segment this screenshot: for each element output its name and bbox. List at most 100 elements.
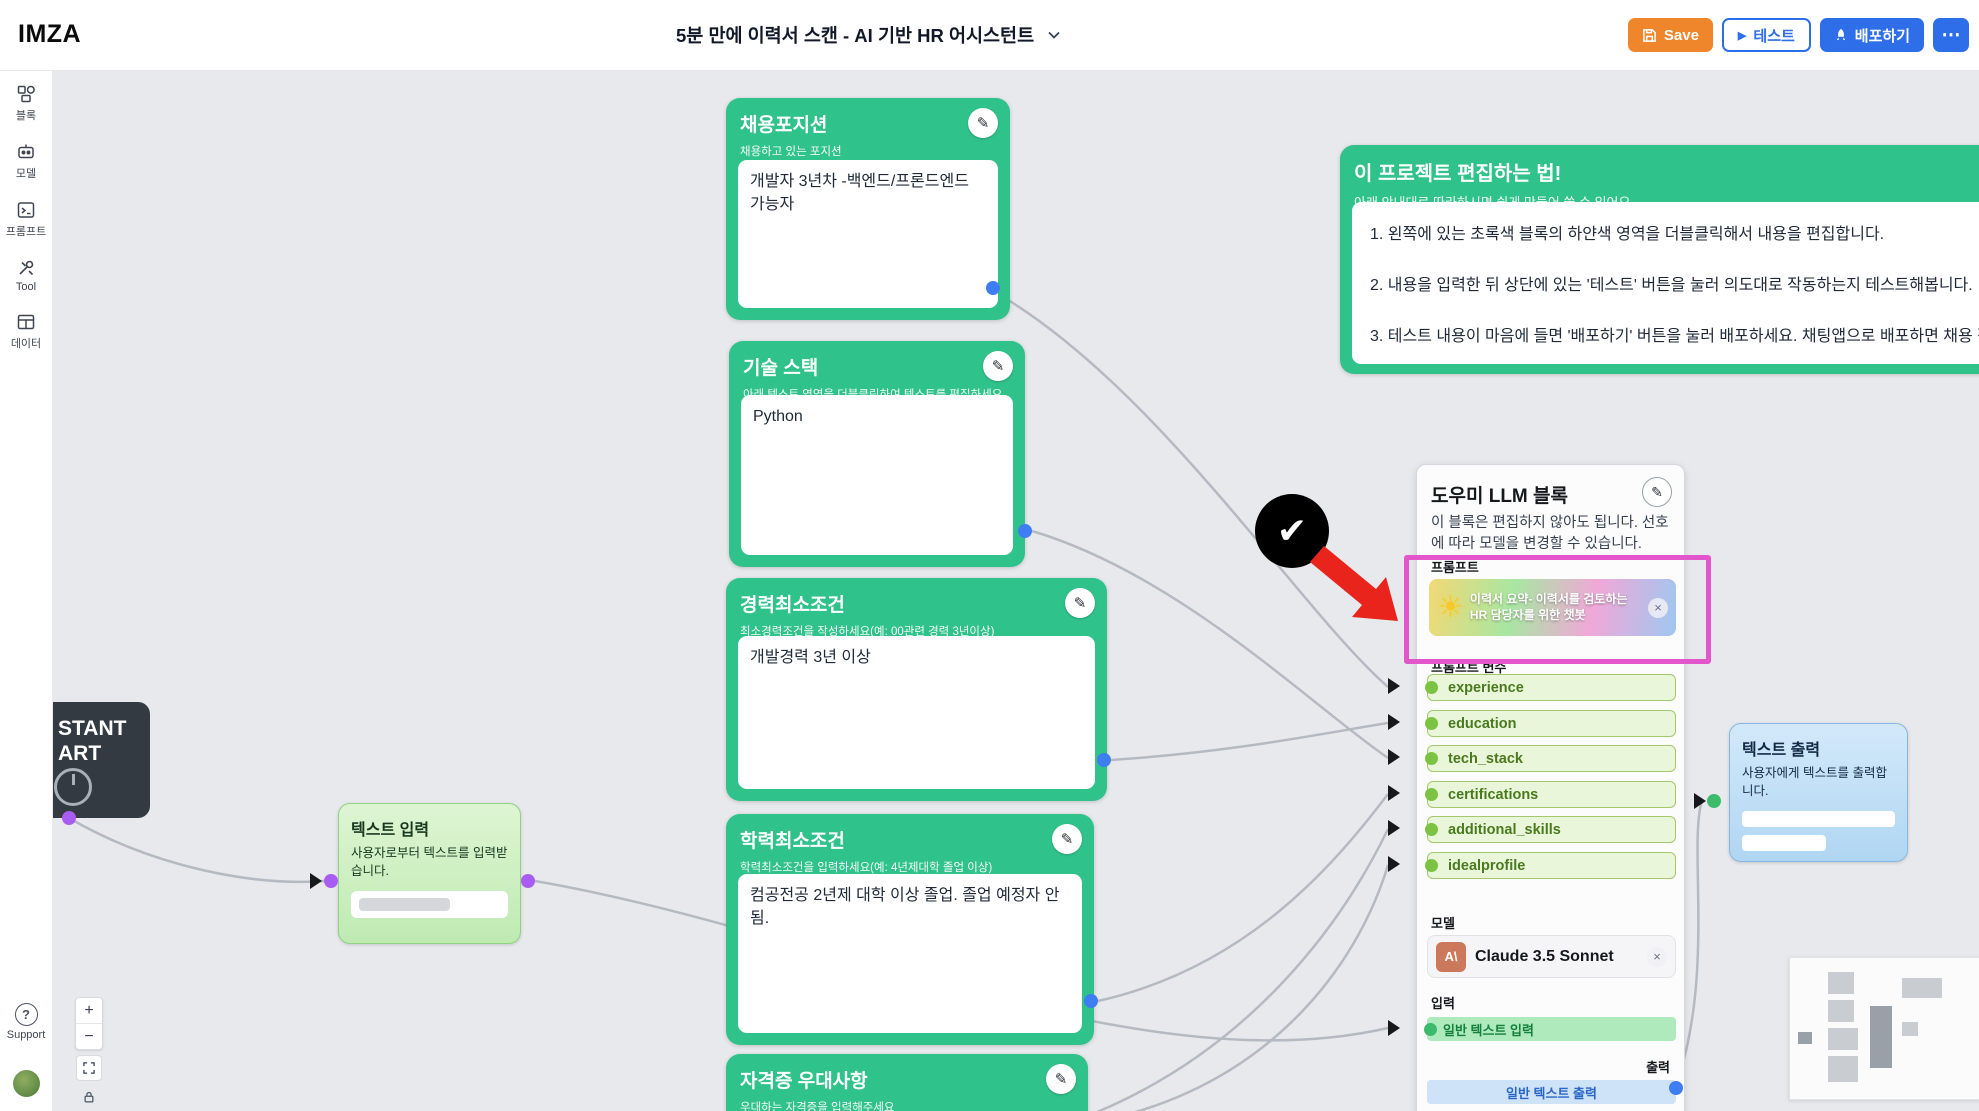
sidebar-item-tools[interactable]: Tool <box>16 258 36 293</box>
sidebar-item-support[interactable]: ? Support <box>7 1003 45 1041</box>
node-title: 도우미 LLM 블록 <box>1431 486 1568 507</box>
port-dot[interactable] <box>1425 681 1438 694</box>
input-section-label: 입력 <box>1431 996 1455 1011</box>
port-dot[interactable] <box>1425 752 1438 765</box>
output-preview-bar <box>1742 835 1827 851</box>
edit-pencil-icon[interactable]: ✎ <box>1046 1064 1076 1094</box>
connector-arrow-icon <box>310 873 322 889</box>
play-icon: ▶ <box>1737 29 1747 42</box>
anthropic-logo-icon: A\ <box>1436 941 1466 972</box>
edit-pencil-icon[interactable]: ✎ <box>968 108 998 138</box>
output-type-label: 일반 텍스트 출력 <box>1506 1085 1597 1101</box>
port-dot-textinput-in[interactable] <box>324 874 338 888</box>
variable-label: certifications <box>1448 786 1539 803</box>
node-tech-stack[interactable]: 기술 스택 아래 텍스트 영역을 더블클릭하여 텍스트를 편집하세요. ✎ Py… <box>729 341 1025 567</box>
sidebar-item-blocks[interactable]: 블록 <box>16 84 36 123</box>
connector-arrow-icon <box>1694 793 1706 809</box>
port-dot[interactable] <box>1425 859 1438 872</box>
node-text-output[interactable]: 텍스트 출력 사용자에게 텍스트를 출력합니다. <box>1729 723 1908 862</box>
app-logo[interactable]: IMZA <box>18 20 82 48</box>
port-dot[interactable] <box>1424 1022 1437 1036</box>
sidebar-item-label: 모델 <box>15 168 37 180</box>
minimap[interactable] <box>1789 957 1979 1100</box>
project-title-group[interactable]: 5분 만에 이력서 스캔 - AI 기반 HR 어시스턴트 <box>676 0 1062 70</box>
node-title: 텍스트 입력 <box>351 822 430 839</box>
save-button[interactable]: Save <box>1627 18 1713 52</box>
edit-pencil-icon[interactable]: ✎ <box>1065 588 1095 618</box>
port-dot-textoutput-in[interactable] <box>1707 794 1721 808</box>
fit-view-button[interactable] <box>76 1055 102 1081</box>
node-text-area[interactable]: Python <box>741 395 1013 555</box>
variable-pill-additional-skills[interactable]: additional_skills <box>1425 816 1676 843</box>
edit-pencil-icon[interactable]: ✎ <box>983 351 1013 381</box>
port-dot-tech-out[interactable] <box>1018 524 1032 538</box>
test-button[interactable]: ▶ 테스트 <box>1721 18 1811 52</box>
node-certificate[interactable]: 자격증 우대사항 우대하는 자격증을 입력해주세요 ✎ <box>726 1054 1088 1111</box>
port-dot-education-out[interactable] <box>1084 994 1098 1008</box>
node-career-min[interactable]: 경력최소조건 최소경력조건을 작성하세요(예: 00관련 경력 3년이상) ✎ … <box>726 578 1107 801</box>
pencil-glyph: ✎ <box>976 115 990 132</box>
port-dot[interactable] <box>1425 823 1438 836</box>
node-text-area[interactable]: 개발자 3년차 -백엔드/프론드엔드 가능자 <box>738 160 998 308</box>
zoom-in-button[interactable]: + <box>84 1001 94 1019</box>
wire <box>1134 864 1390 1111</box>
close-icon[interactable]: × <box>1648 597 1668 618</box>
sidebar-item-label: Tool <box>15 281 37 293</box>
chevron-down-icon[interactable] <box>1046 27 1062 43</box>
port-dot[interactable] <box>1425 788 1438 801</box>
variable-pill-certifications[interactable]: certifications <box>1425 781 1676 808</box>
edit-pencil-icon[interactable]: ✎ <box>1052 824 1082 854</box>
wire <box>1096 828 1390 1111</box>
wire <box>68 816 325 884</box>
edit-pencil-icon[interactable]: ✎ <box>1642 477 1672 507</box>
variable-pill-tech-stack[interactable]: tech_stack <box>1425 745 1676 772</box>
node-position[interactable]: 채용포지션 채용하고 있는 포지션 ✎ 개발자 3년차 -백엔드/프론드엔드 가… <box>726 98 1010 320</box>
start-label: ART <box>58 742 102 766</box>
topbar-actions: Save ▶ 테스트 배포하기 ⋯ <box>1627 18 1969 52</box>
port-dot-position-out[interactable] <box>986 281 1000 295</box>
node-llm-helper[interactable]: 도우미 LLM 블록 ✎ 이 블록은 편집하지 않아도 됩니다. 선호에 따라 … <box>1416 464 1685 1111</box>
node-instant-start[interactable]: STANT ART <box>40 702 150 818</box>
port-dot-llm-out[interactable] <box>1669 1081 1683 1095</box>
model-chip[interactable]: A\ Claude 3.5 Sonnet × <box>1427 935 1676 978</box>
input-type-pill[interactable]: 일반 텍스트 입력 <box>1424 1017 1676 1041</box>
port-dot-career-out[interactable] <box>1097 753 1111 767</box>
deploy-button[interactable]: 배포하기 <box>1819 18 1924 52</box>
sidebar-item-models[interactable]: 모델 <box>16 142 36 181</box>
node-text-area[interactable]: 개발경력 3년 이상 <box>738 636 1095 789</box>
model-name: Claude 3.5 Sonnet <box>1475 947 1614 965</box>
prompt-chip[interactable]: ☀ 이력서 요약- 이력서를 검토하는 HR 담당자를 위한 챗봇 × <box>1429 579 1676 636</box>
close-icon[interactable]: × <box>1647 946 1667 967</box>
node-subtitle: 학력최소조건을 입력하세요(예: 4년제대학 졸업 이상) <box>740 862 993 874</box>
node-text-input[interactable]: 텍스트 입력 사용자로부터 텍스트를 입력받습니다. <box>338 803 521 944</box>
port-dot-textinput-out[interactable] <box>521 874 535 888</box>
zoom-out-button[interactable]: − <box>76 1023 102 1049</box>
sidebar-item-prompts[interactable]: 프롬프트 <box>6 200 46 239</box>
pencil-glyph: ✎ <box>1060 831 1074 848</box>
node-education-min[interactable]: 학력최소조건 학력최소조건을 입력하세요(예: 4년제대학 졸업 이상) ✎ 컴… <box>726 814 1094 1045</box>
variable-pill-experience[interactable]: experience <box>1425 674 1676 701</box>
node-guide[interactable]: 이 프로젝트 편집하는 법! 아래 안내대로 따라하시면 쉽게 만들어 쓸 수 … <box>1340 145 1979 374</box>
more-options-button[interactable]: ⋯ <box>1933 18 1969 52</box>
user-avatar[interactable] <box>12 1070 40 1097</box>
sidebar-item-label: 프롬프트 <box>5 226 47 238</box>
text-input-field[interactable] <box>351 891 508 918</box>
port-dot-start-out[interactable] <box>62 811 76 825</box>
lock-button[interactable] <box>78 1086 100 1108</box>
variable-pill-idealprofile[interactable]: idealprofile <box>1425 852 1676 879</box>
connector-arrow-icon <box>1388 678 1400 694</box>
output-type-pill[interactable]: 일반 텍스트 출력 <box>1427 1080 1676 1104</box>
variable-label: tech_stack <box>1448 750 1523 767</box>
guide-step: 1. 왼쪽에 있는 초록색 블록의 하얀색 영역을 더블클릭해서 내용을 편집합… <box>1370 226 1885 243</box>
variable-pill-education[interactable]: education <box>1425 710 1676 737</box>
model-icon <box>18 144 34 159</box>
topbar: IMZA 5분 만에 이력서 스캔 - AI 기반 HR 어시스턴트 Save … <box>0 0 1979 71</box>
blocks-icon <box>17 85 35 103</box>
node-subtitle: 우대하는 자격증을 입력해주세요 <box>740 1102 895 1111</box>
sidebar-item-data[interactable]: 데이터 <box>11 312 41 351</box>
power-icon[interactable] <box>54 768 92 806</box>
model-section-label: 모델 <box>1431 916 1455 931</box>
port-dot[interactable] <box>1425 717 1438 730</box>
variable-label: idealprofile <box>1448 857 1526 874</box>
node-text-area[interactable]: 컴공전공 2년제 대학 이상 졸업. 졸업 예정자 안됨. <box>738 874 1082 1033</box>
